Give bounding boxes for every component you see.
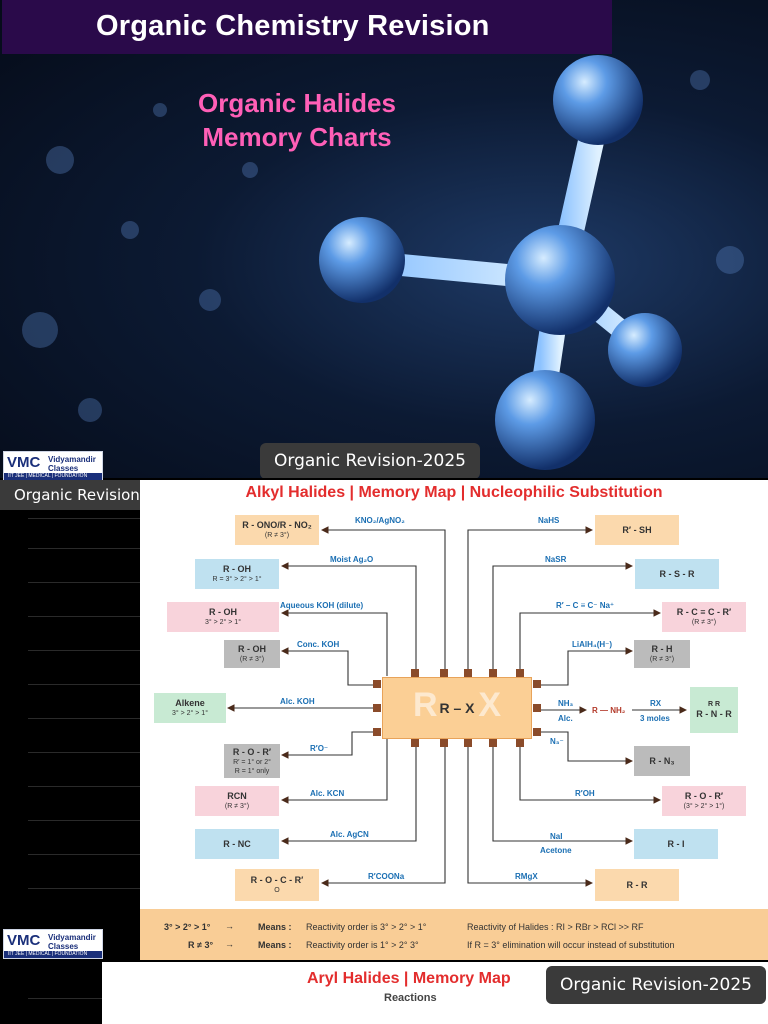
product-thioether: R - S - R <box>635 559 719 589</box>
hero-badge: Organic Revision-2025 <box>260 443 480 478</box>
reagent-alcohol: R′OH <box>575 789 595 798</box>
reagent-alc-kcn: Alc. KCN <box>310 789 345 798</box>
reagent-lialh4: LiAlH₄(H⁻) <box>572 640 613 649</box>
product-alkyne: R - C ≡ C - R′(R ≠ 3°) <box>662 602 746 632</box>
legend-right-2: If R = 3° elimination will occur instead… <box>467 940 675 950</box>
reagent-alc-agcn: Alc. AgCN <box>330 830 369 839</box>
map-legend: 3° > 2° > 1° → Means : Reactivity order … <box>140 909 768 960</box>
hero-banner: Organic Chemistry Revision Organic Halid… <box>0 0 768 478</box>
product-alkane: R - H(R ≠ 3°) <box>634 640 690 668</box>
reagent-carboxylate: R′COONa <box>368 872 405 881</box>
reagent-acetylide: R′ – C ≡ C⁻ Na⁺ <box>556 601 615 610</box>
reagent-kno2: KNO₂/AgNO₂ <box>355 516 405 525</box>
reagent-nai: NaI <box>550 832 563 841</box>
amine-moles: 3 moles <box>640 714 670 723</box>
product-ether: R - O - R′R′ = 1° or 2° R = 1° only <box>224 744 280 778</box>
aryl-title: Aryl Halides | Memory Map <box>307 970 511 987</box>
molecule-illustration <box>22 55 744 470</box>
logo-strip: IIT JEE | MEDICAL | FOUNDATION <box>4 473 102 480</box>
legend-text-1: Reactivity order is 3° > 2° > 1° <box>306 922 427 932</box>
subtitle-line-2: Memory Charts <box>202 122 392 152</box>
legend-means-1: Means : <box>258 922 292 932</box>
reagent-aq-koh: Aqueous KOH (dilute) <box>280 601 364 610</box>
subtitle-line-1: Organic Halides <box>198 88 396 118</box>
logo-mark: VMC <box>7 454 41 471</box>
reagent-moist-ag2o: Moist Ag₂O <box>330 555 374 564</box>
alkyl-halide-memory-map: Alkyl Halides | Memory Map | Nucleophili… <box>140 480 768 960</box>
amine-alc: Alc. <box>558 714 573 723</box>
product-nitrile: RCN(R ≠ 3°) <box>195 786 279 816</box>
product-ester: R - O - C - R′O <box>235 869 319 901</box>
reagent-alkoxide: R′O⁻ <box>310 744 329 753</box>
amine-rx: RX <box>650 699 662 708</box>
reagent-nahs: NaHS <box>538 516 560 525</box>
reagent-nasr: NaSR <box>545 555 567 564</box>
legend-order-1: 3° > 2° > 1° <box>164 922 211 932</box>
subtitle: Organic Halides Memory Charts <box>198 86 396 154</box>
reagent-acetone: Acetone <box>540 846 572 855</box>
product-nitrite: R - ONO/R - NO₂(R ≠ 3°) <box>235 515 319 545</box>
center-label: R – X <box>439 700 475 716</box>
aryl-badge: Organic Revision-2025 <box>546 966 766 1004</box>
reagent-alc-koh: Alc. KOH <box>280 697 315 706</box>
center-rx-box: R X R – X <box>382 677 532 739</box>
reagent-rmgx: RMgX <box>515 872 538 881</box>
legend-text-2: Reactivity order is 1° > 2° 3° <box>306 940 419 950</box>
product-azide: R - N₃ <box>634 746 690 776</box>
legend-arrow-1: → <box>225 921 234 931</box>
legend-means-2: Means : <box>258 940 292 950</box>
aryl-subtitle: Reactions <box>384 992 437 1004</box>
reaction-connectors <box>226 526 688 887</box>
reagent-nh3: NH₃ <box>558 699 574 708</box>
product-iodide: R - I <box>634 829 718 859</box>
reagent-conc-koh: Conc. KOH <box>297 640 340 649</box>
product-ether-alcohol: R - O - R′(3° > 2° > 1°) <box>662 786 746 816</box>
legend-arrow-2: → <box>225 939 234 949</box>
product-thiol: R′ - SH <box>595 515 679 545</box>
page-title: Organic Chemistry Revision <box>96 10 490 42</box>
map-title: Alkyl Halides | Memory Map | Nucleophili… <box>245 484 663 501</box>
product-isonitrile: R - NC <box>195 829 279 859</box>
legend-right-1: Reactivity of Halides : RI > RBr > RCl >… <box>467 922 644 932</box>
legend-order-2: R ≠ 3° <box>188 940 214 950</box>
product-alkane-coupled: R - R <box>595 869 679 901</box>
amine-intermediate: R — NH₂ <box>592 706 626 715</box>
title-bar <box>2 0 612 54</box>
product-alcohol-conc: R - OH(R ≠ 3°) <box>224 640 280 668</box>
reagent-azide: N₃⁻ <box>550 737 564 746</box>
